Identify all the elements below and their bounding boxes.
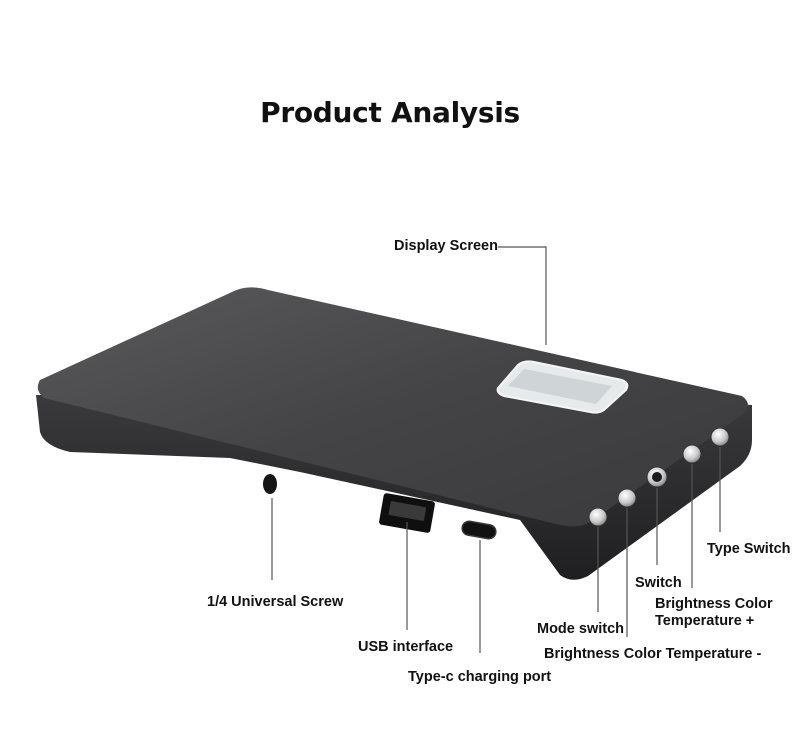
label-typec-port: Type-c charging port: [408, 669, 552, 685]
label-usb-interface: USB interface: [358, 639, 454, 655]
label-brightness-plus-line2: Temperature +: [655, 613, 755, 629]
typec-port: [461, 520, 497, 540]
label-display-screen: Display Screen: [394, 238, 498, 254]
screw-hole: [263, 474, 277, 494]
power-switch-button: [646, 466, 668, 488]
brightness-minus-button: [617, 488, 637, 508]
display-screen-inner: [508, 369, 612, 404]
type-switch-button: [710, 427, 730, 447]
mode-switch-button: [588, 507, 608, 527]
label-mode-switch: Mode switch: [537, 621, 625, 637]
label-universal-screw: 1/4 Universal Screw: [207, 594, 344, 610]
label-type-switch: Type Switch: [707, 541, 791, 557]
label-switch: Switch: [635, 575, 682, 591]
label-brightness-plus-line1: Brightness Color: [655, 596, 773, 612]
brightness-plus-button: [682, 444, 702, 464]
leader-display-screen: [498, 246, 547, 345]
page-title: Product Analysis: [260, 96, 520, 129]
usb-port: [379, 493, 435, 533]
device-top-face: [37, 287, 748, 527]
label-brightness-minus: Brightness Color Temperature -: [544, 646, 762, 662]
